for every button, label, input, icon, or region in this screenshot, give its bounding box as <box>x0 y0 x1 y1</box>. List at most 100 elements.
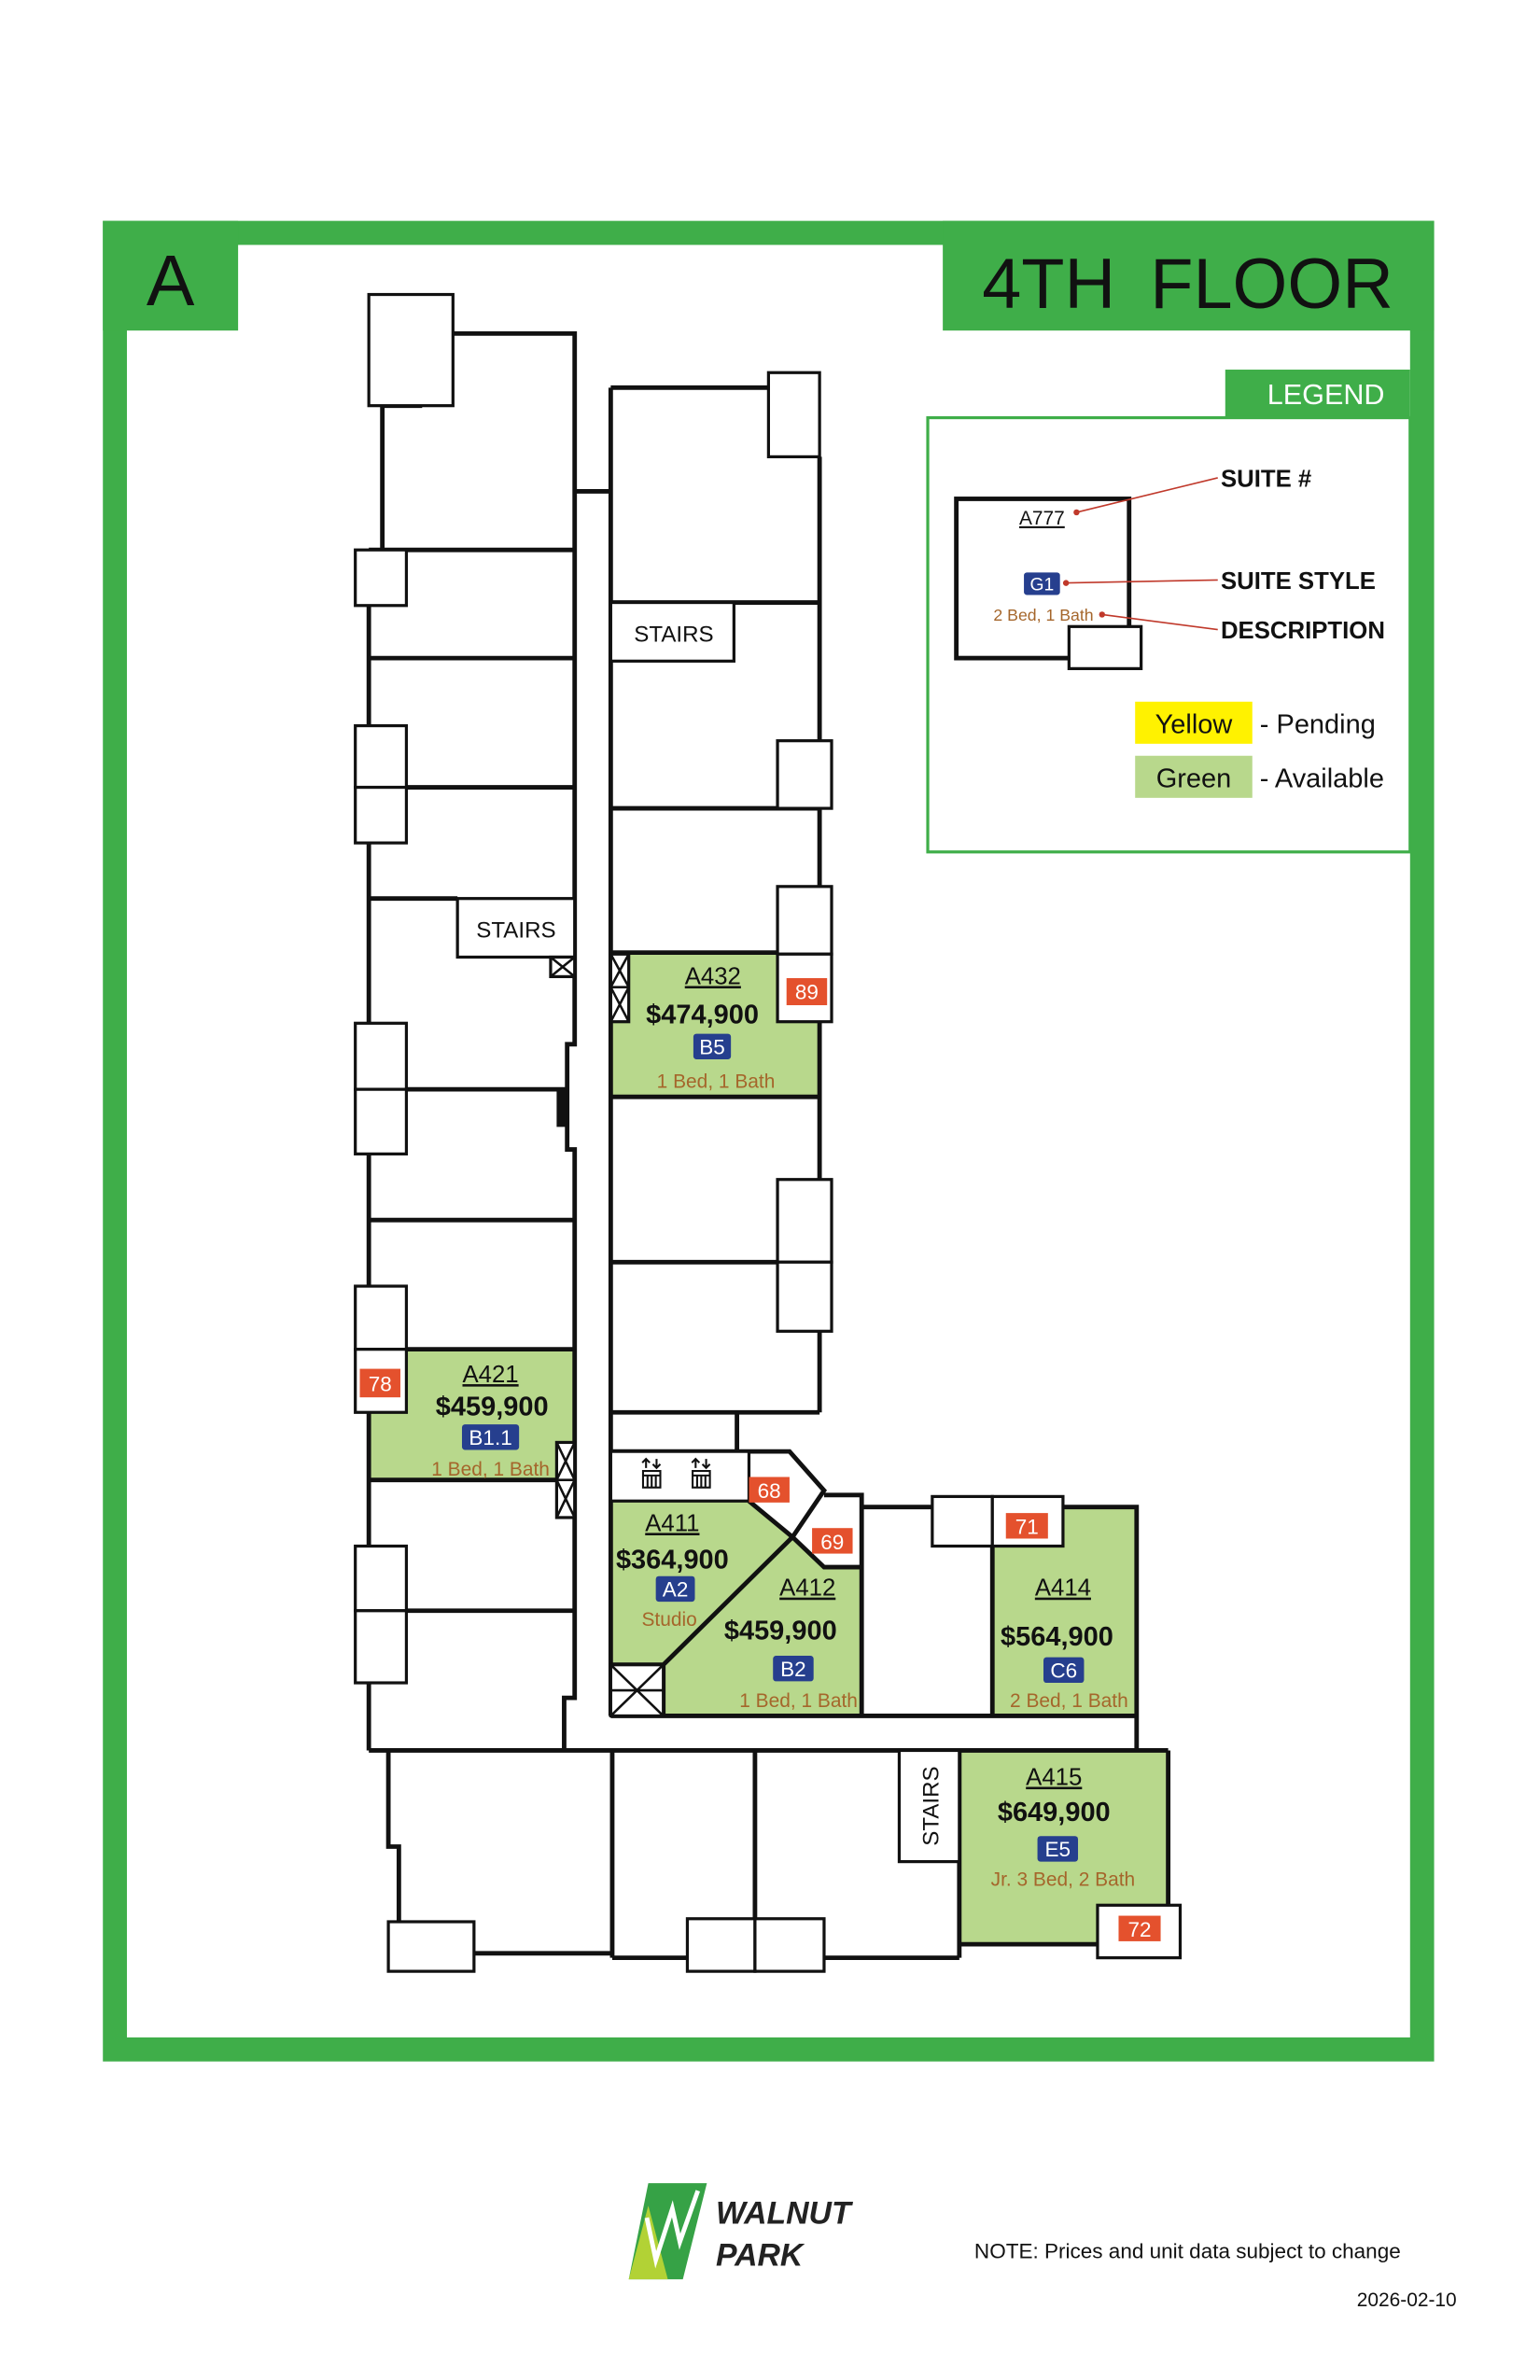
balcony <box>354 548 409 608</box>
unit-a412: A412 $459,900 B2 1 Bed, 1 Bath <box>724 1575 858 1712</box>
number-tags: 89 78 68 69 71 72 <box>359 978 1161 1941</box>
brand-name-line2: PARK <box>716 2238 805 2274</box>
elevator-doors <box>693 1474 710 1488</box>
suite-number: A415 <box>1026 1765 1082 1791</box>
leader-line-suite <box>1076 477 1218 513</box>
suite-style-badge <box>693 1033 732 1059</box>
legend-example-style: G1 <box>1030 576 1055 595</box>
unit-a421: A421 $459,900 B1.1 1 Bed, 1 Bath <box>431 1362 550 1480</box>
suite-style-badge <box>1043 1657 1085 1684</box>
number-tag-box <box>749 1477 790 1503</box>
logo-mark-light <box>628 2205 668 2280</box>
suite-number: A432 <box>685 963 741 989</box>
unit-a432: A432 $474,900 B5 1 Bed, 1 Bath <box>646 963 775 1092</box>
suite-number: A414 <box>1035 1575 1091 1602</box>
unit-description: Jr. 3 Bed, 2 Bath <box>991 1869 1136 1890</box>
stairs-label: STAIRS <box>918 1766 944 1845</box>
balcony <box>776 739 833 810</box>
stairs-label: STAIRS <box>634 622 713 647</box>
walnut-park-logo: WALNUT PARK <box>628 2183 854 2280</box>
elevator-lobby <box>609 1449 751 1503</box>
suite-number: A411 <box>645 1510 699 1536</box>
legend-swatch-available <box>1135 755 1253 798</box>
floor-title: 4TH FLOOR <box>982 245 1393 324</box>
balconies <box>354 292 1183 1973</box>
legend-example-balcony <box>1067 624 1143 670</box>
balcony <box>354 723 409 790</box>
suite-number: A421 <box>462 1362 518 1388</box>
legend-pending-meaning: - Pending <box>1260 710 1376 740</box>
stairs-box <box>609 600 735 663</box>
suite-style-badge <box>655 1575 695 1603</box>
unit-a414: A414 $564,900 C6 2 Bed, 1 Bath <box>1001 1575 1128 1712</box>
unit-price: $564,900 <box>1001 1622 1113 1652</box>
leader-dot-style <box>1062 580 1070 586</box>
stairs-west: STAIRS <box>455 897 577 959</box>
balcony <box>354 1609 409 1685</box>
legend: LEGEND A777 G1 2 Bed, 1 Bath SUITE # SUI… <box>926 370 1412 854</box>
unit-price: $364,900 <box>616 1546 729 1575</box>
number-tag: 78 <box>369 1373 392 1396</box>
suite-style: E5 <box>1045 1838 1071 1861</box>
shaft-hatch <box>549 955 577 979</box>
balcony <box>776 1178 833 1264</box>
unit-a411-fill <box>610 1501 793 1665</box>
unit-a415: A415 $649,900 E5 Jr. 3 Bed, 2 Bath <box>991 1765 1136 1891</box>
elevator-icon <box>691 1457 711 1489</box>
stairs-east: STAIRS <box>609 600 735 663</box>
suite-number: A412 <box>779 1575 835 1602</box>
unit-description: 2 Bed, 1 Bath <box>1010 1690 1128 1712</box>
balcony <box>1096 1903 1183 1960</box>
balcony <box>354 1087 409 1155</box>
legend-example-style-badge <box>1024 572 1060 595</box>
number-tag: 71 <box>1015 1516 1039 1539</box>
unit-description: 1 Bed, 1 Bath <box>657 1071 776 1093</box>
legend-example-description-text: 2 Bed, 1 Bath <box>993 606 1093 624</box>
suite-style: B5 <box>699 1035 725 1058</box>
suite-style: B1.1 <box>469 1426 511 1449</box>
unit-description: Studio <box>641 1609 696 1631</box>
balcony <box>354 1544 409 1613</box>
balcony <box>354 1284 409 1351</box>
elevator-icon <box>641 1457 662 1489</box>
number-tag: 68 <box>758 1479 781 1503</box>
unit-price: $474,900 <box>646 1000 759 1029</box>
building-letter-box <box>103 220 239 331</box>
structural-column <box>556 1089 567 1127</box>
elevator-up-arrow <box>641 1457 651 1468</box>
leader-dot-description <box>1099 611 1105 618</box>
number-tag-box <box>1118 1915 1161 1941</box>
shaft-hatch <box>554 1440 577 1519</box>
revision-date: 2026-02-10 <box>1357 2289 1457 2311</box>
legend-label-description: DESCRIPTION <box>1221 618 1385 644</box>
suite-style: C6 <box>1050 1659 1077 1682</box>
number-tag: 89 <box>795 981 819 1004</box>
price-disclaimer: NOTE: Prices and unit data subject to ch… <box>974 2240 1401 2263</box>
shaft-hatch <box>609 952 631 1024</box>
brand-name-line1: WALNUT <box>716 2196 854 2232</box>
suite-style: B2 <box>780 1658 806 1681</box>
suite-style-badge <box>1037 1836 1079 1862</box>
plan-canvas <box>126 245 1410 2037</box>
shaft-cross <box>555 1441 576 1519</box>
legend-title-box <box>1225 370 1410 418</box>
unit-price: $649,900 <box>998 1798 1111 1827</box>
logo-mark-w <box>644 2190 701 2269</box>
shaft-cross <box>550 956 576 978</box>
balcony <box>354 1021 409 1091</box>
stairs-south: STAIRS <box>897 1748 961 1864</box>
balcony <box>367 292 455 408</box>
elevator-down-arrow <box>651 1459 662 1470</box>
shaft-cross <box>609 953 630 1023</box>
elevator-doors <box>642 1474 661 1488</box>
floor-title-box <box>943 220 1435 331</box>
stairs-box <box>455 897 577 959</box>
balcony <box>931 1494 994 1548</box>
legend-box <box>926 415 1412 854</box>
stairs-label: STAIRS <box>476 918 555 944</box>
legend-swatch-available-label: Green <box>1156 764 1232 794</box>
balcony <box>753 1917 826 1973</box>
number-tag-box <box>1005 1513 1048 1539</box>
legend-swatch-pending <box>1135 701 1253 744</box>
